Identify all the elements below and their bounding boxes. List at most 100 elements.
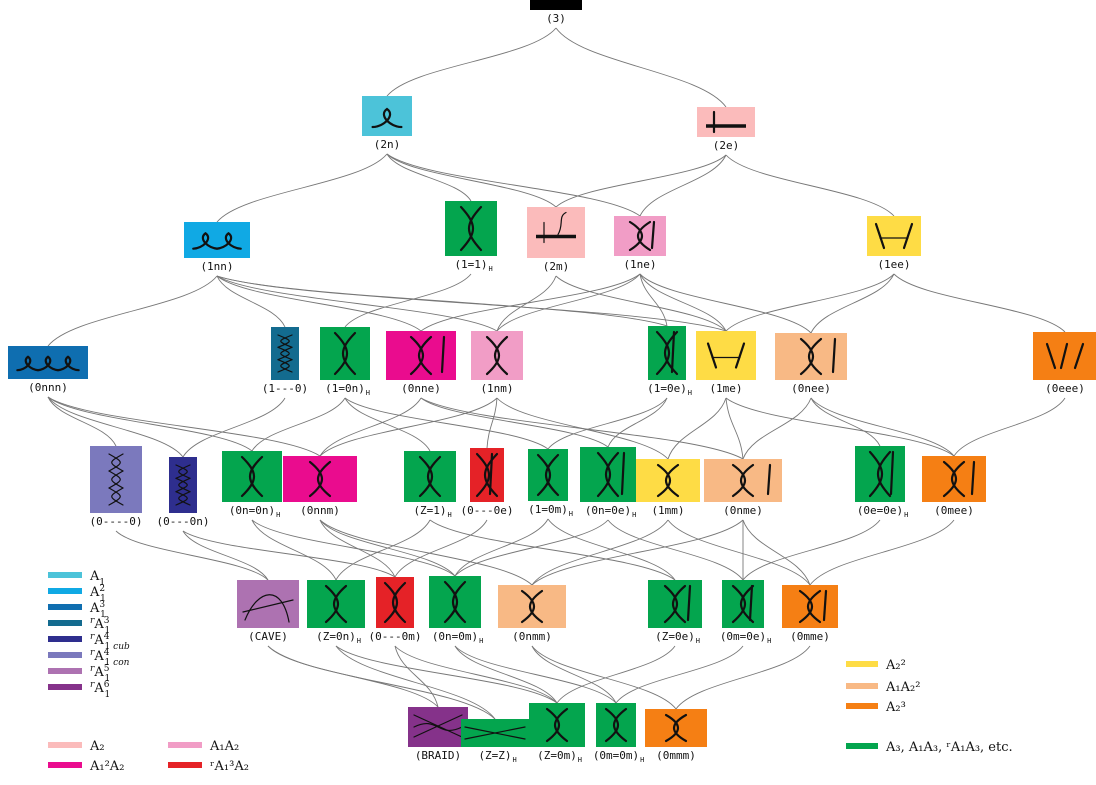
node-0-0n: (0---0n) — [157, 457, 210, 528]
node-tile — [867, 216, 921, 256]
legend-swatch — [846, 661, 878, 667]
curve-glyph — [799, 337, 815, 376]
node-label: (0---0e) — [461, 504, 514, 517]
node-label: (0----0) — [90, 515, 143, 528]
edge-0nne-0nnm — [319, 397, 422, 457]
curve-glyph — [483, 452, 499, 498]
node-label: (0nme) — [723, 504, 763, 517]
edge-2e-1ne — [639, 154, 727, 217]
node-tile — [184, 222, 250, 258]
curve-glyph — [950, 460, 966, 498]
edge-0n=0mH-0m=0mH — [454, 645, 617, 704]
node-label-subscript: H — [448, 511, 452, 519]
node-tile — [445, 201, 497, 256]
curve-glyph — [528, 589, 544, 624]
curve-glyph — [520, 589, 536, 624]
edge-2e-1ee — [725, 154, 895, 217]
edge-1=0mH-Z=0eH — [547, 518, 676, 581]
node-label: (0---0n) — [157, 515, 210, 528]
node-3: (3) — [530, 0, 582, 25]
curve-glyph — [636, 220, 652, 252]
curve-glyph — [316, 460, 332, 498]
curve-glyph — [671, 584, 687, 624]
curve-glyph — [655, 330, 671, 376]
node-label: (2e) — [713, 139, 740, 152]
legend-swatch — [168, 742, 202, 748]
node-label-subscript: H — [276, 511, 280, 519]
node-label: (1=0e) — [647, 382, 687, 395]
edge-3-2e — [555, 27, 727, 108]
edge-0n=0nH-Z=0nH — [251, 519, 337, 581]
node-label: (1ne) — [623, 258, 656, 271]
node-tile — [470, 448, 504, 502]
edge-0eee-0mee — [953, 397, 1066, 457]
node-label: (1me) — [709, 382, 742, 395]
node-0e-0eh: (0e=0e)H — [855, 446, 908, 519]
curve-glyph — [493, 335, 509, 376]
node-label: (0nnm) — [300, 504, 340, 517]
node-tile — [8, 346, 88, 379]
node-tile — [307, 580, 365, 628]
node-2n: (2n) — [362, 96, 412, 151]
legend-label: A₃, A₁A₃, ʳA₁A₃, etc. — [885, 740, 1013, 755]
legend-swatch — [48, 742, 82, 748]
curve-glyph — [280, 346, 293, 361]
node-tile — [596, 703, 636, 747]
node-label: (BRAID) — [415, 749, 461, 762]
legend-swatch — [48, 684, 82, 690]
curve-glyph — [620, 451, 626, 496]
node-tile — [855, 446, 905, 502]
edge-0---0n-0---0m — [182, 530, 396, 578]
node-0nnm: (0nnm) — [283, 456, 357, 517]
edge-0----0-CAVE — [115, 530, 269, 581]
curve-glyph — [734, 342, 746, 369]
curve-glyph — [806, 589, 822, 624]
node-label: (1=0m) — [528, 503, 568, 516]
edge-1ne-0nee — [639, 273, 812, 334]
edge-3-2n — [386, 27, 557, 97]
node-z-0mh: (Z=0m)H — [529, 703, 585, 764]
node-label: (1---0) — [262, 382, 308, 395]
curve-glyph — [440, 335, 446, 374]
legend-label: A₂³ — [885, 700, 906, 715]
edge-0nnm-0nmm — [319, 519, 533, 586]
curve-glyph — [1073, 342, 1085, 370]
node-1-1h: (1=1)H — [445, 201, 497, 273]
curve-glyph — [383, 581, 399, 624]
curve-glyph — [280, 359, 293, 373]
curve-glyph — [545, 707, 561, 743]
edge-1nn-1---0 — [216, 275, 286, 328]
node-label: (1mm) — [651, 504, 684, 517]
curve-glyph — [544, 453, 560, 497]
curve-glyph — [731, 584, 747, 624]
node-0mmm: (0mmm) — [645, 709, 707, 762]
edge-Z=0eH-Z=0mH — [556, 645, 676, 704]
node-0n-0nh: (0n=0n)H — [222, 451, 282, 519]
edge-0nme-0nmm — [531, 519, 744, 586]
node-label: (1=1) — [454, 258, 487, 271]
node-1me: (1me) — [696, 331, 756, 395]
node-label: (0mee) — [934, 504, 974, 517]
edge-layer — [47, 27, 1066, 720]
node-tile — [386, 331, 456, 380]
edge-1nn-1me — [216, 275, 727, 332]
node-label: (0nne) — [401, 382, 441, 395]
curve-glyph — [663, 584, 679, 624]
node-label: (0m=0e) — [720, 630, 766, 643]
edge-1=0nH-1=0mH — [344, 397, 549, 450]
node-cave: (CAVE) — [237, 580, 299, 643]
node-2m: (2m) — [527, 207, 585, 273]
edge-0---0m-BRAID — [394, 645, 439, 708]
legend-swatch — [48, 636, 82, 642]
edge-0n=0nH-0n=0mH — [251, 519, 456, 577]
node-label: (0m=0m) — [593, 749, 639, 762]
edge-0---0n-CAVE — [182, 530, 269, 581]
edge-1=0nH-0n=0nH — [251, 397, 346, 452]
node-0-0e: (0---0e) — [461, 448, 514, 517]
node-0nne: (0nne) — [386, 331, 456, 395]
node-1-0: (1---0) — [262, 327, 308, 395]
node-label: (0eee) — [1045, 382, 1085, 395]
